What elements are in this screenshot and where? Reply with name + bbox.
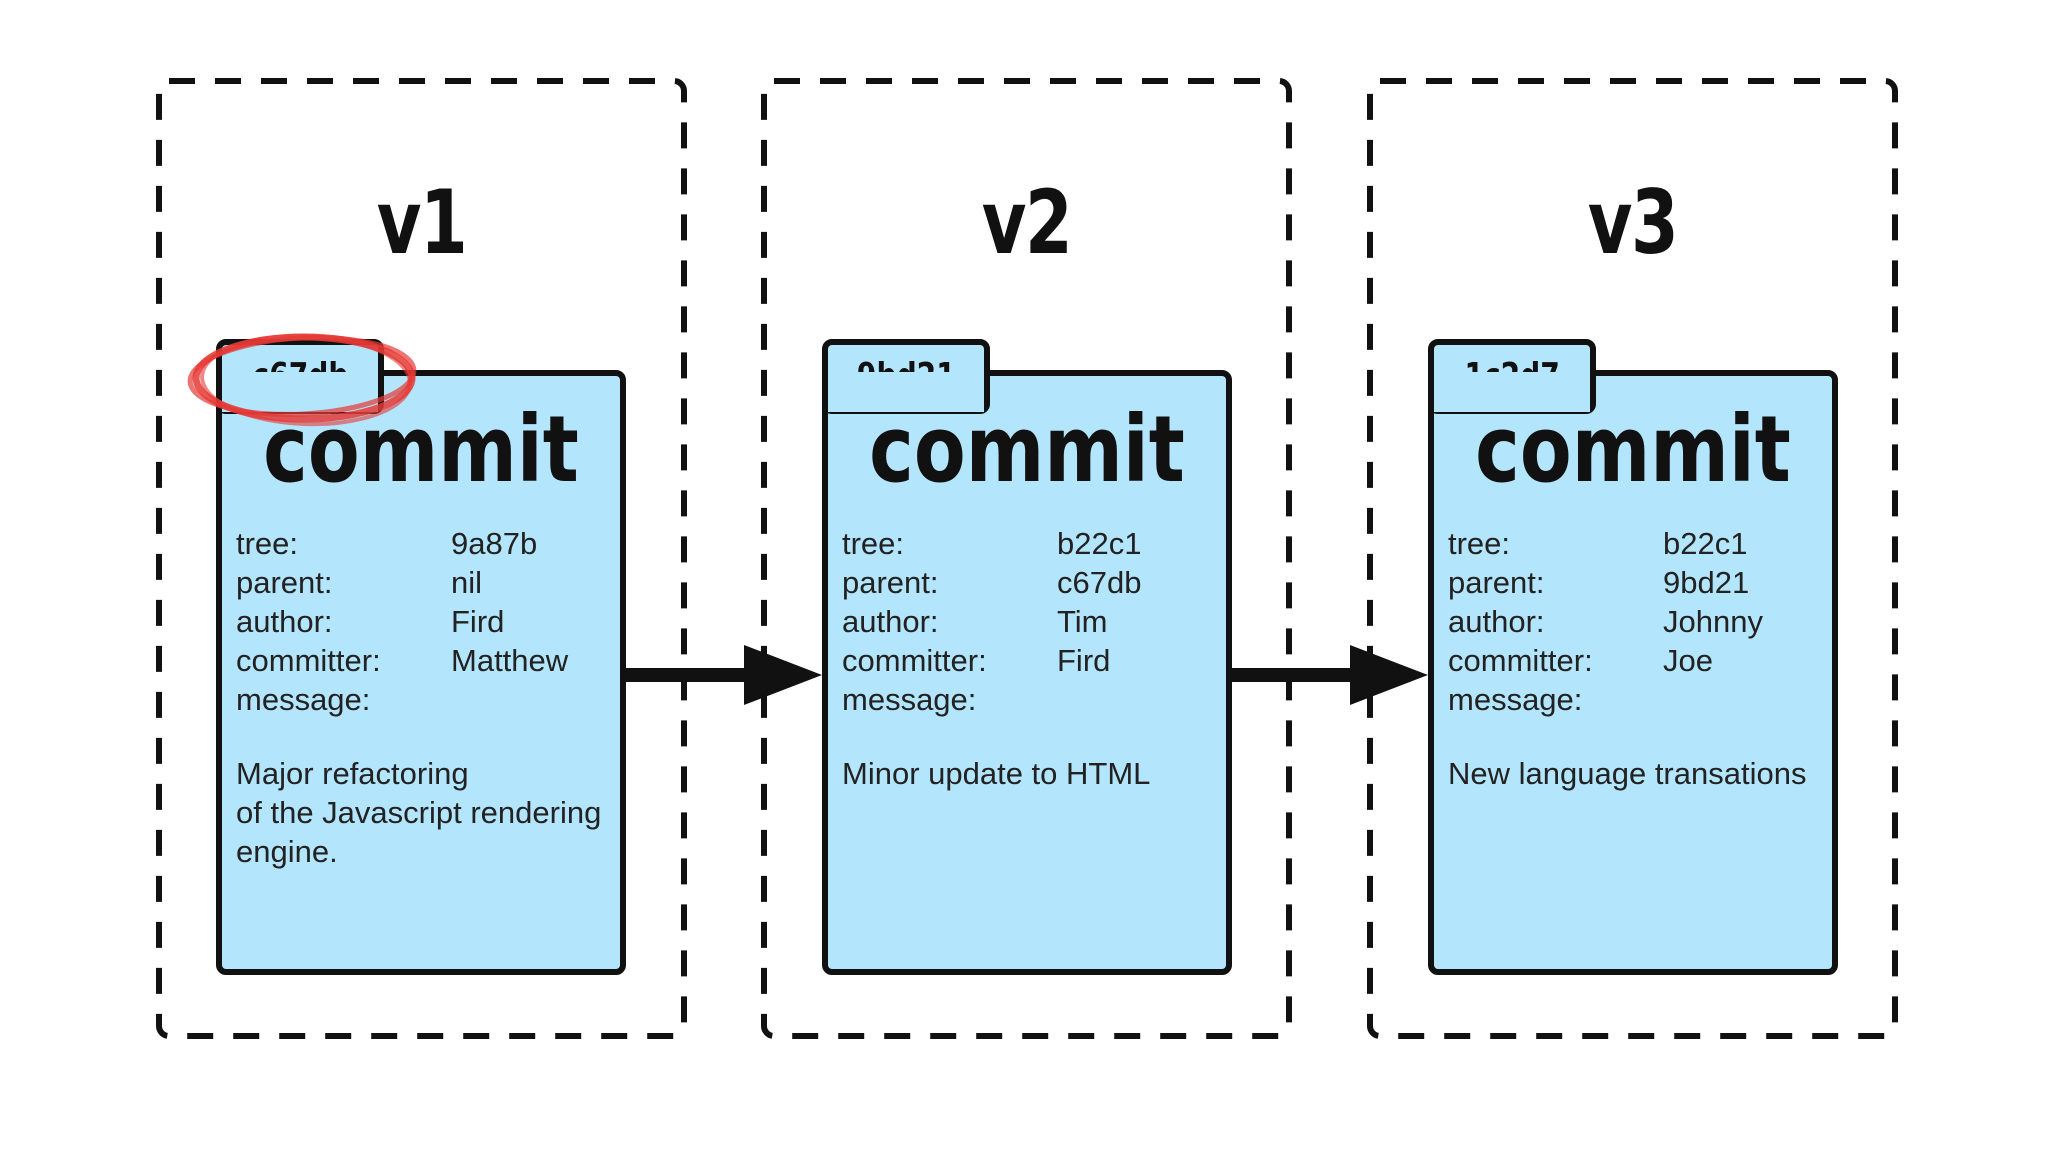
version-label: v1 xyxy=(376,171,468,274)
field-value: c67db xyxy=(1057,565,1142,600)
field-key: committer: xyxy=(842,643,987,678)
field-value: 9bd21 xyxy=(1663,565,1750,600)
field-key: message: xyxy=(1448,682,1583,717)
message-line: New language transations xyxy=(1448,756,1807,791)
commit-message: Minor update to HTML xyxy=(842,754,1218,793)
version-label: v2 xyxy=(981,171,1073,274)
field-key: parent: xyxy=(842,565,939,600)
field-value: b22c1 xyxy=(1663,526,1748,561)
field-key: author: xyxy=(1448,604,1545,639)
field-value: Johnny xyxy=(1663,604,1763,639)
version-box-v2: v2 xyxy=(760,77,1293,1040)
field-row: message: xyxy=(1448,680,1763,719)
field-row: parent: c67db xyxy=(842,563,1141,602)
field-value: 9a87b xyxy=(451,526,538,561)
arrow-v1-to-v2 xyxy=(626,645,822,705)
field-row: author: Tim xyxy=(842,602,1141,641)
commit-title: commit xyxy=(263,396,579,503)
message-line: Minor update to HTML xyxy=(842,756,1151,791)
field-row: author: Fird xyxy=(236,602,568,641)
commit-message: Major refactoring of the Javascript rend… xyxy=(236,754,612,871)
field-key: committer: xyxy=(236,643,381,678)
field-key: tree: xyxy=(1448,526,1511,561)
message-line: Major refactoring xyxy=(236,756,469,791)
field-value: Matthew xyxy=(451,643,569,678)
message-line: of the Javascript rendering xyxy=(236,795,602,830)
version-box-v1: v1 xyxy=(155,77,688,1040)
field-key: parent: xyxy=(1448,565,1545,600)
field-key: author: xyxy=(842,604,939,639)
commit-card-v3: commit tree: b22c1 parent: 9bd21 author: Jo… xyxy=(1428,370,1838,975)
field-row: author: Johnny xyxy=(1448,602,1763,641)
field-value: Tim xyxy=(1057,604,1108,639)
version-box-v3: v3 xyxy=(1366,77,1899,1040)
field-row: parent: 9bd21 xyxy=(1448,563,1763,602)
field-row: tree: b22c1 xyxy=(842,524,1141,563)
field-value: nil xyxy=(451,565,483,600)
field-value: Joe xyxy=(1663,643,1713,678)
arrow-v2-to-v3 xyxy=(1232,645,1428,705)
field-key: tree: xyxy=(842,526,905,561)
commit-fields: tree: b22c1 parent: c67db author: Tim commi… xyxy=(842,524,1141,719)
dashed-border xyxy=(1367,78,1898,1039)
field-key: message: xyxy=(236,682,371,717)
commit-fields: tree: b22c1 parent: 9bd21 author: Johnny co… xyxy=(1448,524,1763,719)
commit-fields: tree: 9a87b parent: nil author: Fird commit… xyxy=(236,524,568,719)
field-row: committer: Fird xyxy=(842,641,1141,680)
tab-join xyxy=(1434,372,1590,412)
field-key: committer: xyxy=(1448,643,1593,678)
field-row: committer: Joe xyxy=(1448,641,1763,680)
field-row: parent: nil xyxy=(236,563,568,602)
commit-message: New language transations xyxy=(1448,754,1824,793)
field-row: message: xyxy=(842,680,1141,719)
field-row: tree: 9a87b xyxy=(236,524,568,563)
field-key: parent: xyxy=(236,565,333,600)
commit-title: commit xyxy=(869,396,1185,503)
commit-card-v2: commit tree: b22c1 parent: c67db author: Ti… xyxy=(822,370,1232,975)
commit-title: commit xyxy=(1475,396,1791,503)
field-key: tree: xyxy=(236,526,299,561)
commit-card-v1: commit tree: 9a87b parent: nil author: Fird… xyxy=(216,370,626,975)
dashed-border xyxy=(156,78,687,1039)
field-key: author: xyxy=(236,604,333,639)
field-row: tree: b22c1 xyxy=(1448,524,1763,563)
field-value: Fird xyxy=(1057,643,1111,678)
field-row: committer: Matthew xyxy=(236,641,568,680)
version-label: v3 xyxy=(1587,171,1679,274)
tab-join xyxy=(828,372,984,412)
field-value: Fird xyxy=(451,604,505,639)
message-line: engine. xyxy=(236,834,338,869)
dashed-border xyxy=(761,78,1292,1039)
field-value: b22c1 xyxy=(1057,526,1142,561)
field-row: message: xyxy=(236,680,568,719)
field-key: message: xyxy=(842,682,977,717)
